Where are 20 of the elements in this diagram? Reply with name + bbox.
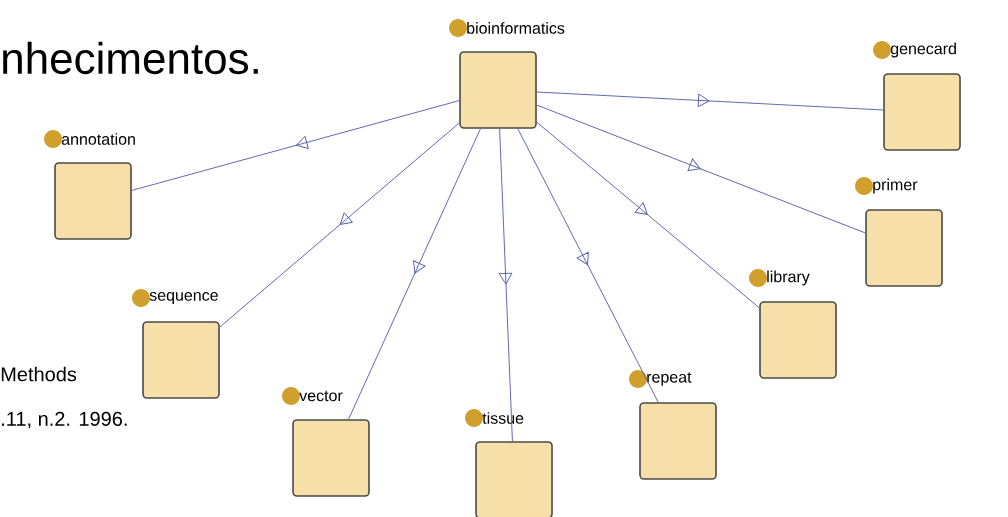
arrow: [536, 121, 760, 309]
arrow: [536, 91, 884, 111]
class-label: primer: [873, 178, 918, 194]
class-label: genecard: [890, 42, 956, 58]
arrow: [536, 104, 866, 234]
arrow: [219, 122, 460, 328]
class-label: library: [767, 270, 810, 286]
class-label: sequence: [149, 292, 218, 304]
arrow: [131, 100, 460, 191]
arrow: [517, 128, 659, 403]
class-label: tissue: [482, 412, 524, 424]
arrow: [348, 128, 481, 420]
arrow: [498, 128, 513, 442]
class-label: annotation: [61, 133, 135, 145]
class-label: repeat: [647, 372, 692, 386]
class-label: bioinformatics: [467, 22, 565, 34]
text-fragment: .11, n.2. 1996.: [2, 411, 127, 429]
class-label: vector: [299, 390, 343, 402]
text-fragment: Methods: [1, 366, 77, 382]
text-fragment: nhecimentos.: [3, 41, 258, 75]
